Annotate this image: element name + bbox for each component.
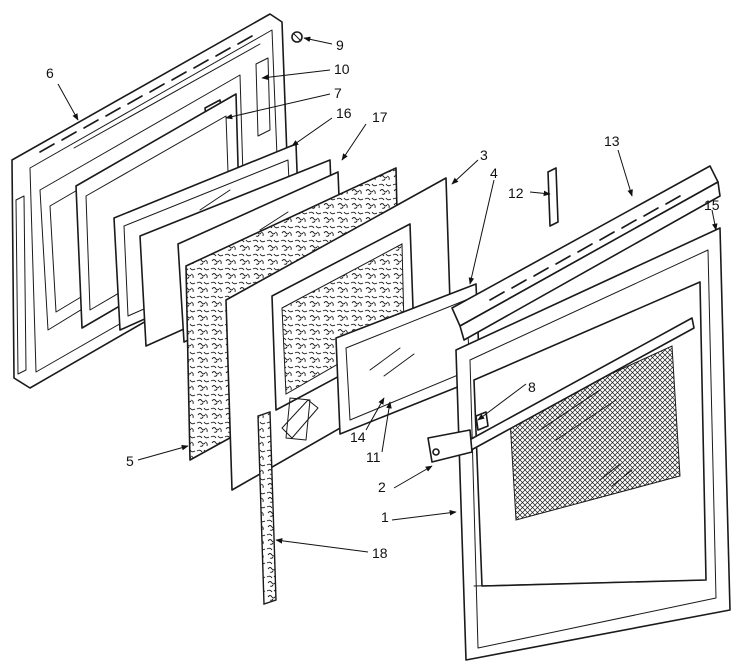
callout-12: 12: [508, 185, 524, 201]
callout-5: 5: [126, 453, 134, 469]
leader-6: [57, 83, 79, 121]
part-1-outer-door: [455, 227, 731, 661]
callout-16: 16: [336, 105, 352, 121]
leader-4: [468, 179, 495, 285]
leader-8: [477, 383, 527, 421]
leader-11: [381, 401, 392, 453]
callout-6: 6: [46, 65, 54, 81]
leader-18: [275, 538, 369, 553]
part-13-vent-trim: [451, 165, 721, 341]
leader-12: [529, 190, 551, 197]
callout-9: 9: [336, 37, 344, 53]
callout-labels: 1 2 3 4 5 6 7 8 9 10 11 12 13 14 15 16 1…: [46, 37, 720, 561]
callout-1: 1: [381, 509, 389, 525]
callout-15: 15: [704, 197, 720, 213]
leader-5: [137, 445, 189, 461]
callout-3: 3: [480, 147, 488, 163]
leader-lines: [57, 36, 718, 553]
callout-7: 7: [334, 85, 342, 101]
leader-13: [617, 149, 633, 197]
part-18-gasket-strip: [257, 411, 277, 605]
leader-15: [711, 209, 718, 231]
leader-9: [303, 36, 333, 45]
leader-2: [393, 465, 433, 489]
callout-4: 4: [490, 165, 498, 181]
callout-18: 18: [372, 545, 388, 561]
leader-1: [391, 510, 457, 521]
callout-14: 14: [350, 429, 366, 445]
part-12-bracket: [547, 167, 559, 227]
part-2-hinge: [427, 429, 473, 463]
leader-3: [451, 159, 479, 185]
callout-11: 11: [366, 449, 381, 465]
callout-10: 10: [334, 61, 350, 77]
leader-7: [225, 93, 331, 120]
part-9-screw: [291, 31, 303, 43]
callout-2: 2: [378, 479, 386, 495]
part-8-clip: [475, 411, 489, 431]
callout-13: 13: [604, 133, 620, 149]
part-3-door-frame: [225, 177, 453, 491]
leader-14: [365, 397, 385, 431]
leader-17: [341, 123, 367, 161]
callout-8: 8: [528, 379, 536, 395]
callout-17: 17: [372, 109, 388, 125]
leader-10: [261, 69, 331, 81]
leader-16: [291, 117, 333, 147]
